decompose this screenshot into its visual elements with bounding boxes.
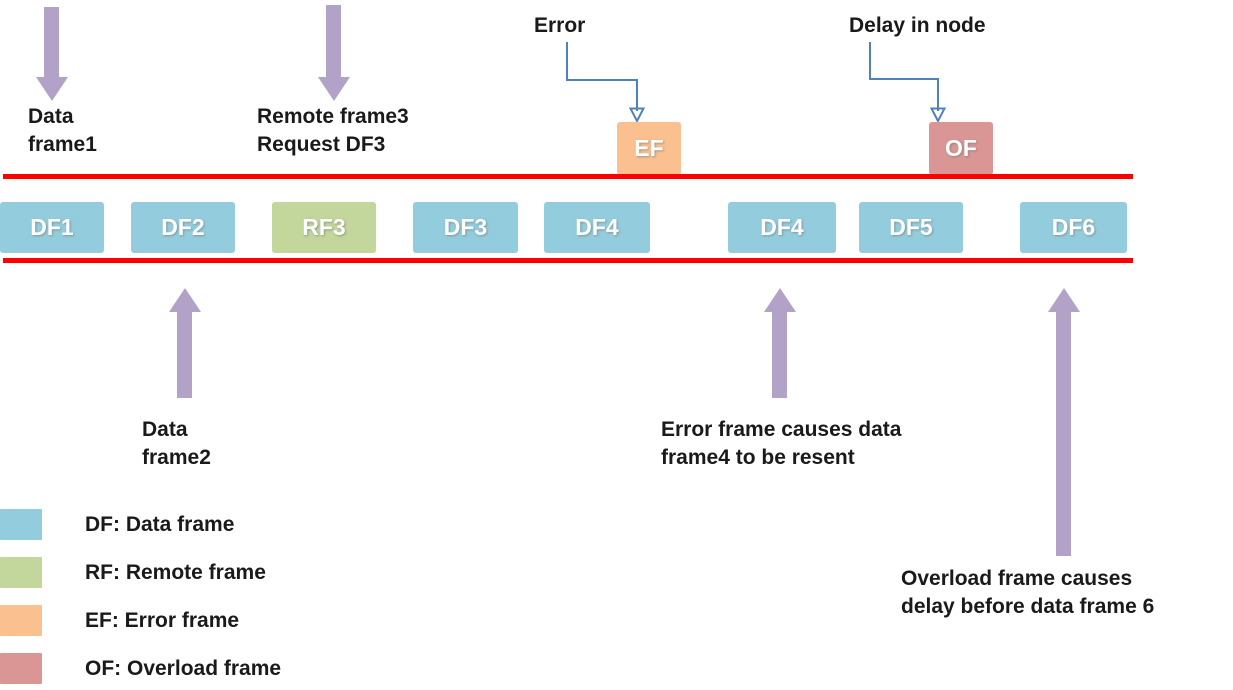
arrow-head: [169, 288, 201, 312]
label-error: Error: [534, 14, 586, 37]
frame-box-df1: DF1: [0, 202, 104, 253]
legend: DF: Data frame RF: Remote frame EF: Erro…: [0, 509, 281, 690]
overload-frame-box: OF: [929, 122, 993, 175]
up-arrow-df6-delay-icon: [1048, 288, 1080, 556]
arrow-head: [764, 288, 796, 312]
legend-item-error-frame: EF: Error frame: [0, 605, 281, 636]
legend-item-overload-frame: OF: Overload frame: [0, 653, 281, 684]
bus-line-top: [3, 174, 1133, 179]
error-pointer-arrow-icon: [566, 42, 646, 124]
label-overload-delay: Overload frame causes delay before data …: [901, 567, 1155, 618]
up-arrow-data-frame2-icon: [169, 288, 201, 398]
label-data-frame2: Data frame2: [142, 418, 211, 469]
frame-box-df4-resent: DF4: [728, 202, 836, 253]
frame-box-df3: DF3: [413, 202, 518, 253]
legend-label: OF: Overload frame: [85, 656, 282, 680]
error-frame-box: EF: [617, 122, 681, 175]
legend-item-data-frame: DF: Data frame: [0, 509, 281, 540]
down-arrow-remote-frame3-icon: [318, 5, 350, 101]
arrow-head: [1048, 288, 1080, 312]
up-arrow-df4-resent-icon: [764, 288, 796, 398]
legend-swatch-error-frame: [0, 605, 42, 636]
legend-label: RF: Remote frame: [85, 560, 266, 584]
arrow-shaft: [772, 312, 787, 398]
arrow-shaft: [1056, 312, 1071, 556]
frame-box-df5: DF5: [859, 202, 963, 253]
label-delay-in-node: Delay in node: [849, 14, 986, 37]
frame-box-df6: DF6: [1020, 202, 1127, 253]
label-data-frame1: Data frame1: [28, 105, 97, 156]
arrow-shaft: [177, 312, 192, 398]
legend-label: EF: Error frame: [85, 608, 240, 632]
frame-box-rf3: RF3: [272, 202, 376, 253]
frame-box-df2: DF2: [131, 202, 235, 253]
legend-swatch-remote-frame: [0, 557, 42, 588]
down-arrow-data-frame1-icon: [36, 7, 68, 101]
legend-item-remote-frame: RF: Remote frame: [0, 557, 281, 588]
delay-pointer-arrow-icon: [869, 42, 947, 124]
arrow-shaft: [326, 5, 341, 77]
arrow-shaft: [44, 7, 59, 77]
arrow-head: [318, 77, 350, 101]
legend-swatch-overload-frame: [0, 653, 42, 684]
legend-swatch-data-frame: [0, 509, 42, 540]
label-remote-frame3: Remote frame3 Request DF3: [257, 105, 409, 156]
frame-box-df4: DF4: [544, 202, 650, 253]
arrow-head: [36, 77, 68, 101]
bus-line-bottom: [3, 258, 1133, 263]
legend-label: DF: Data frame: [85, 512, 235, 536]
label-error-resent: Error frame causes data frame4 to be res…: [661, 418, 902, 469]
